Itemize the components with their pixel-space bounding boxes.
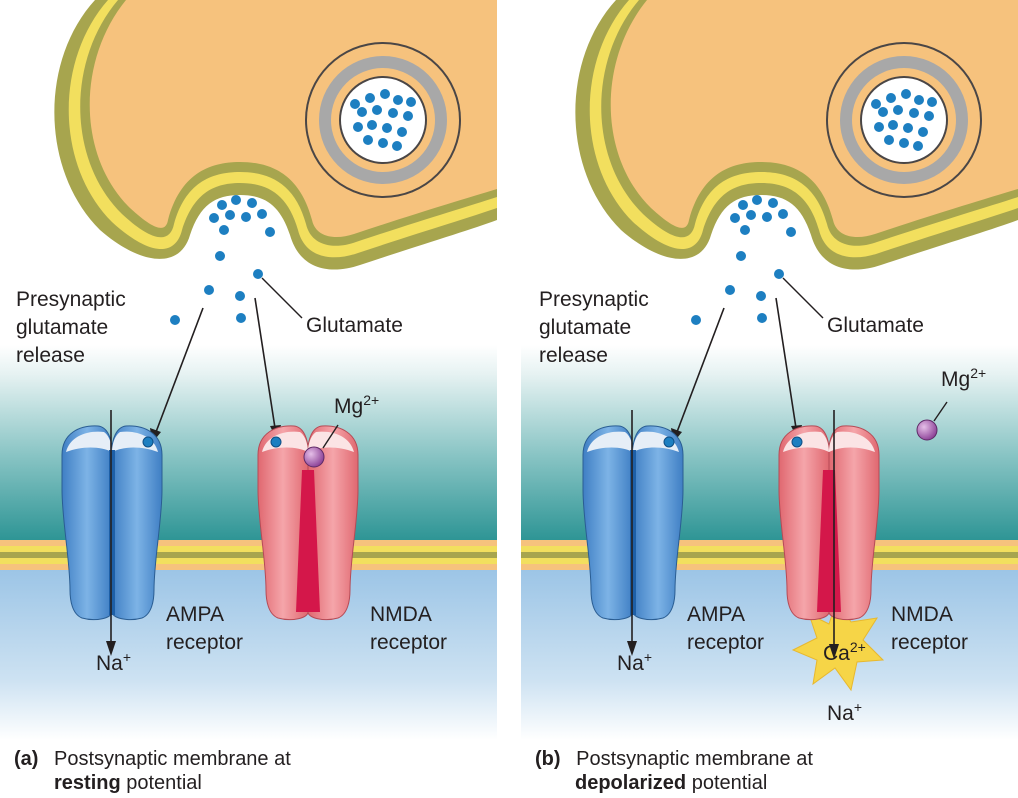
ampa-label-b: AMPA receptor bbox=[687, 603, 765, 654]
glutamate-label-a: Glutamate bbox=[306, 314, 403, 337]
panel-a-illustration bbox=[0, 0, 497, 740]
ca-label-b: Ca2+ bbox=[823, 639, 866, 665]
nmda-receptor-a bbox=[257, 424, 359, 621]
na2-label-b: Na+ bbox=[827, 699, 863, 725]
ampa-receptor-a bbox=[61, 410, 163, 656]
panel-a-resting: Presynaptic glutamate release Glutamate … bbox=[0, 0, 497, 798]
ampa-receptor-b bbox=[582, 410, 684, 656]
caption-b: (b) Postsynaptic membrane at depolarized… bbox=[535, 746, 813, 794]
nmda-label-b: NMDA receptor bbox=[891, 603, 969, 654]
caption-letter-b: (b) bbox=[535, 748, 561, 770]
caption-letter-a: (a) bbox=[14, 748, 39, 770]
na-label-a: Na+ bbox=[96, 649, 132, 675]
panel-b-depolarized: Presynaptic glutamate release Glutamate … bbox=[521, 0, 1018, 798]
caption-a: (a) Postsynaptic membrane at resting pot… bbox=[14, 746, 291, 794]
free-magnesium bbox=[916, 401, 948, 441]
nmda-receptor-b bbox=[778, 410, 880, 659]
nmda-label-a: NMDA receptor bbox=[370, 603, 448, 654]
mg-label-a: Mg2+ bbox=[334, 392, 380, 418]
na-label-b: Na+ bbox=[617, 649, 653, 675]
caption-line1-a: Postsynaptic membrane at bbox=[54, 748, 291, 770]
ampa-label-a: AMPA receptor bbox=[166, 603, 244, 654]
presynaptic-label-a: Presynaptic glutamate release bbox=[16, 288, 126, 367]
caption-line2-b: depolarized potential bbox=[575, 772, 768, 794]
glutamate-label-b: Glutamate bbox=[827, 314, 924, 337]
caption-line2-a: resting potential bbox=[54, 772, 202, 794]
caption-line1-b: Postsynaptic membrane at bbox=[576, 748, 813, 770]
panel-b-illustration bbox=[521, 0, 1018, 740]
mg-label-b: Mg2+ bbox=[941, 365, 987, 391]
presynaptic-label-b: Presynaptic glutamate release bbox=[539, 288, 649, 367]
